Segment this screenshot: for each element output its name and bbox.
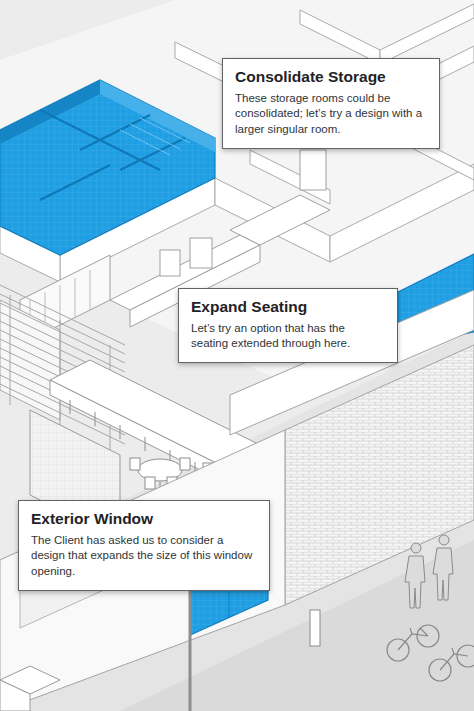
pergola-part	[0, 285, 125, 345]
kitchen-part	[230, 195, 330, 245]
storage-rooms-part	[40, 110, 185, 200]
upper-floor-walls-part	[250, 150, 330, 204]
bike-rack	[310, 610, 320, 646]
callout-box: Consolidate StorageThese storage rooms c…	[222, 58, 440, 149]
callout-heading: Consolidate Storage	[235, 68, 427, 87]
storage-rooms-part	[0, 80, 215, 255]
pedestrians-part	[433, 548, 453, 600]
lower-building-part	[0, 430, 285, 711]
upper-floor-walls-part	[380, 4, 474, 64]
callout-heading: Exterior Window	[31, 510, 257, 529]
callout-body: Let’s try an option that has the seating…	[191, 321, 385, 353]
callout-body: The Client has asked us to consider a de…	[31, 533, 257, 581]
callout-body: These storage rooms could be consolidate…	[235, 91, 427, 139]
bicycles-part	[398, 628, 428, 650]
pedestrians-part	[411, 543, 421, 553]
callout-heading: Expand Seating	[191, 298, 385, 317]
callout-box: Expand SeatingLet’s try an option that h…	[178, 288, 398, 363]
pedestrians-part	[405, 556, 425, 608]
bicycles-part	[440, 648, 468, 670]
storage-rooms-part	[120, 118, 190, 155]
pergola-part	[0, 312, 125, 372]
chairs-part	[180, 458, 190, 470]
pedestrians	[405, 535, 453, 608]
chairs-part	[130, 458, 140, 470]
chairs-part	[145, 477, 155, 489]
storage-rooms-part	[100, 80, 215, 152]
pergola-part	[0, 303, 125, 363]
kitchen-part	[190, 238, 212, 268]
bike-rack-part	[310, 610, 320, 646]
ground-part	[0, 330, 474, 711]
pergola-part	[0, 294, 125, 354]
kitchen-part	[300, 150, 326, 190]
upper-floor-walls-part	[330, 164, 474, 262]
planter	[0, 666, 60, 711]
bicycles	[387, 625, 474, 681]
callout-box: Exterior WindowThe Client has asked us t…	[18, 500, 270, 591]
storage-rooms	[0, 80, 215, 255]
pergola-part	[10, 295, 11, 405]
storage-rooms-part	[0, 80, 100, 144]
lower-building-part	[285, 345, 474, 605]
planter-part	[0, 680, 30, 711]
kitchen-part	[160, 250, 180, 276]
pedestrians-part	[439, 535, 449, 545]
upper-floor-walls-part	[300, 10, 380, 64]
